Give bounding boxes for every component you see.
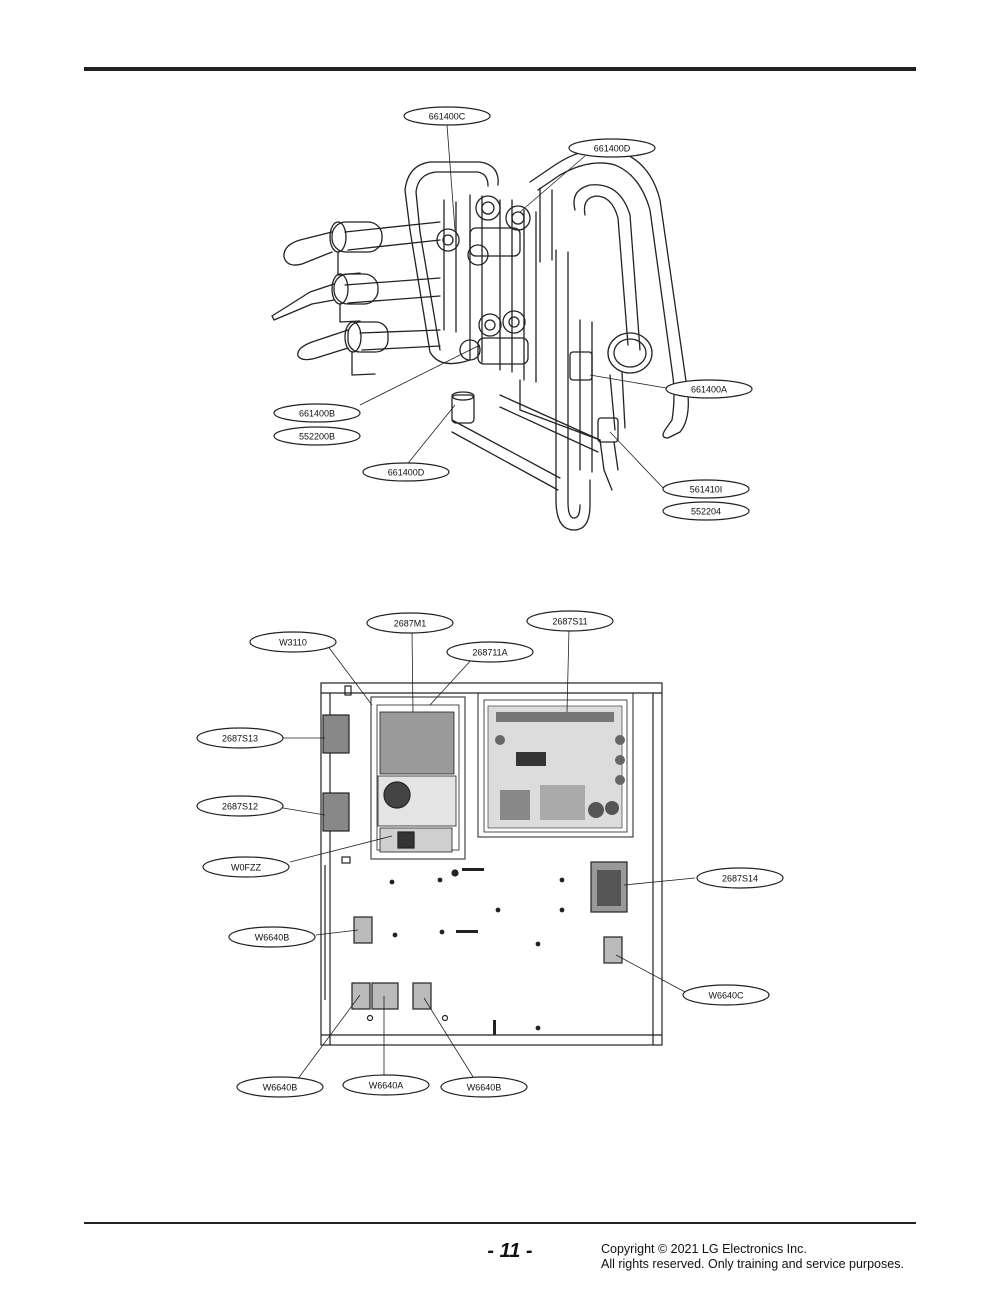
label-552200B: 552200B — [299, 432, 335, 442]
control-label-texts: 2687M1 2687S11 W3110 268711A 2687S13 268… — [222, 617, 758, 1093]
control-box-drawing — [320, 682, 663, 1046]
callout-2687S12 — [196, 795, 284, 817]
piping-callouts — [273, 106, 753, 521]
piping-leader-lines — [359, 124, 667, 491]
label-661400A: 661400A — [691, 385, 727, 395]
callout-2687S11 — [526, 610, 614, 632]
label-W6640A: W6640A — [369, 1081, 404, 1091]
label-W6640B-left: W6640B — [255, 933, 290, 943]
label-2687S12: 2687S12 — [222, 802, 258, 812]
label-W6640C: W6640C — [708, 991, 744, 1001]
callout-W3110 — [249, 631, 337, 653]
piping-assembly-diagram: 661400C 661400D 661400A 661400B 552200B … — [271, 106, 753, 531]
callout-W6640A — [342, 1074, 430, 1096]
control-leader-lines — [282, 628, 696, 1081]
label-268711A: 268711A — [472, 648, 507, 658]
label-2687S11: 2687S11 — [552, 617, 587, 627]
footer-rule — [84, 1222, 916, 1224]
copyright-notice: Copyright © 2021 LG Electronics Inc. All… — [601, 1242, 904, 1272]
copyright-line-1: Copyright © 2021 LG Electronics Inc. — [601, 1242, 807, 1256]
callout-661400D-bottom — [362, 462, 450, 482]
control-box-diagram: 2687M1 2687S11 W3110 268711A 2687S13 268… — [196, 610, 784, 1098]
label-2687S14: 2687S14 — [722, 874, 758, 884]
page-number: - 11 - — [487, 1240, 533, 1262]
callout-561410I — [662, 479, 750, 499]
callout-W6640B-bottom-right — [440, 1076, 528, 1098]
header-rule — [84, 67, 916, 71]
label-661400B: 661400B — [299, 409, 335, 419]
label-561410I: 561410I — [690, 485, 723, 495]
label-661400C: 661400C — [429, 112, 466, 122]
label-2687S13: 2687S13 — [222, 734, 258, 744]
callout-W6640B-left — [228, 926, 316, 948]
callout-2687S13 — [196, 727, 284, 749]
callout-661400A — [665, 379, 753, 399]
callout-661400C — [403, 106, 491, 126]
label-W0FZZ: W0FZZ — [231, 863, 261, 873]
callout-2687S14 — [696, 867, 784, 889]
callout-552200B — [273, 426, 361, 446]
piping-drawing — [271, 148, 689, 531]
label-W6640B-bottom-right: W6640B — [467, 1083, 502, 1093]
callout-552204 — [662, 501, 750, 521]
callout-2687M1 — [366, 612, 454, 634]
callout-661400B — [273, 403, 361, 423]
label-661400D-top: 661400D — [594, 144, 631, 154]
label-W6640B-bottom-left: W6640B — [263, 1083, 298, 1093]
callout-268711A — [446, 641, 534, 663]
callout-W6640B-bottom-left — [236, 1076, 324, 1098]
label-W3110: W3110 — [279, 638, 307, 648]
callout-W0FZZ — [202, 856, 290, 878]
piping-label-texts: 661400C 661400D 661400A 661400B 552200B … — [299, 112, 727, 517]
callout-W6640C — [682, 984, 770, 1006]
label-2687M1: 2687M1 — [394, 619, 427, 629]
label-661400D-bottom: 661400D — [388, 468, 425, 478]
control-callouts — [196, 610, 784, 1098]
copyright-line-2: All rights reserved. Only training and s… — [601, 1257, 904, 1271]
callout-661400D-top — [568, 138, 656, 158]
label-552204: 552204 — [691, 507, 721, 517]
